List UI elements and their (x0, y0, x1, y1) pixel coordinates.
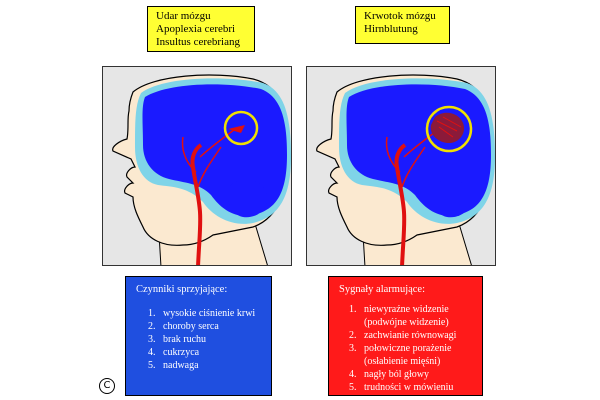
stroke-title-line-2: Apoplexia cerebri (156, 23, 236, 35)
list-item: 2.zachwianie równowagi (349, 330, 457, 341)
list-item: 3.połowiczne porażenie (349, 343, 452, 354)
stroke-head-illustration (102, 66, 292, 266)
list-item: 3.brak ruchu (148, 334, 207, 345)
list-item: 5.nadwaga (148, 360, 199, 371)
risk-factors-list: 1.wysokie ciśnienie krwi 2.choroby serca… (148, 307, 255, 372)
hemorrhage-head-illustration (306, 66, 496, 266)
hemorrhage-title-line-2: Hirnblutung (364, 23, 418, 35)
list-item: 2.choroby serca (148, 321, 219, 332)
warning-signs-box: Sygnały alarmujące: 1.niewyraźne widzeni… (328, 276, 483, 396)
warning-signs-title: Sygnały alarmujące: (339, 284, 426, 295)
list-item: 4.cukrzyca (148, 347, 200, 358)
list-item: (osłabienie mięśni) (364, 356, 441, 367)
list-item: (podwójne widzenie) (364, 317, 449, 328)
stroke-title-label: Udar mózgu Apoplexia cerebri Insultus ce… (147, 6, 255, 52)
risk-factors-box: Czynniki sprzyjające: 1.wysokie ciśnieni… (125, 276, 272, 396)
list-item: 5.trudności w mówieniu (349, 382, 454, 393)
risk-factors-title: Czynniki sprzyjające: (136, 284, 228, 295)
stroke-title-line-1: Udar mózgu (156, 10, 211, 22)
list-item: 4.nagły ból głowy (349, 369, 429, 380)
stroke-title-line-3: Insultus cerebriang (156, 36, 240, 48)
copyright-icon: C (99, 378, 115, 394)
list-item: 1.niewyraźne widzenie (349, 304, 449, 315)
hemorrhage-title-line-1: Krwotok mózgu (364, 10, 436, 22)
warning-signs-list: 1.niewyraźne widzenie (podwójne widzenie… (349, 303, 456, 394)
hemorrhage-title-label: Krwotok mózgu Hirnblutung (355, 6, 450, 44)
list-item: 1.wysokie ciśnienie krwi (148, 308, 256, 319)
